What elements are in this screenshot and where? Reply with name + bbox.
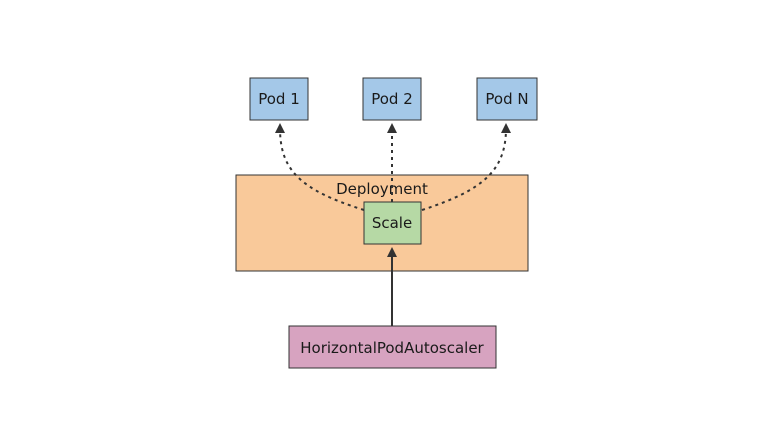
scale-label: Scale bbox=[372, 214, 412, 232]
pod-n-box bbox=[476, 77, 538, 121]
hpa-box bbox=[288, 325, 497, 369]
edge-scale-to-pod-n bbox=[421, 123, 511, 211]
pod-1-label: Pod 1 bbox=[258, 90, 300, 108]
hpa-node[interactable]: HorizontalPodAutoscaler bbox=[288, 325, 497, 369]
pod-n-label: Pod N bbox=[485, 90, 528, 108]
pod-1-box bbox=[249, 77, 309, 121]
scale-box bbox=[363, 201, 422, 245]
deployment-cluster[interactable]: Deployment bbox=[235, 174, 529, 272]
pod-2-box bbox=[362, 77, 422, 121]
pod-2-label: Pod 2 bbox=[371, 90, 413, 108]
pod-n-node[interactable]: Pod N bbox=[476, 77, 538, 121]
deployment-label: Deployment bbox=[336, 180, 428, 198]
hpa-label: HorizontalPodAutoscaler bbox=[300, 339, 484, 357]
scale-node[interactable]: Scale bbox=[363, 201, 422, 245]
pod-2-node[interactable]: Pod 2 bbox=[362, 77, 422, 121]
pod-1-node[interactable]: Pod 1 bbox=[249, 77, 309, 121]
